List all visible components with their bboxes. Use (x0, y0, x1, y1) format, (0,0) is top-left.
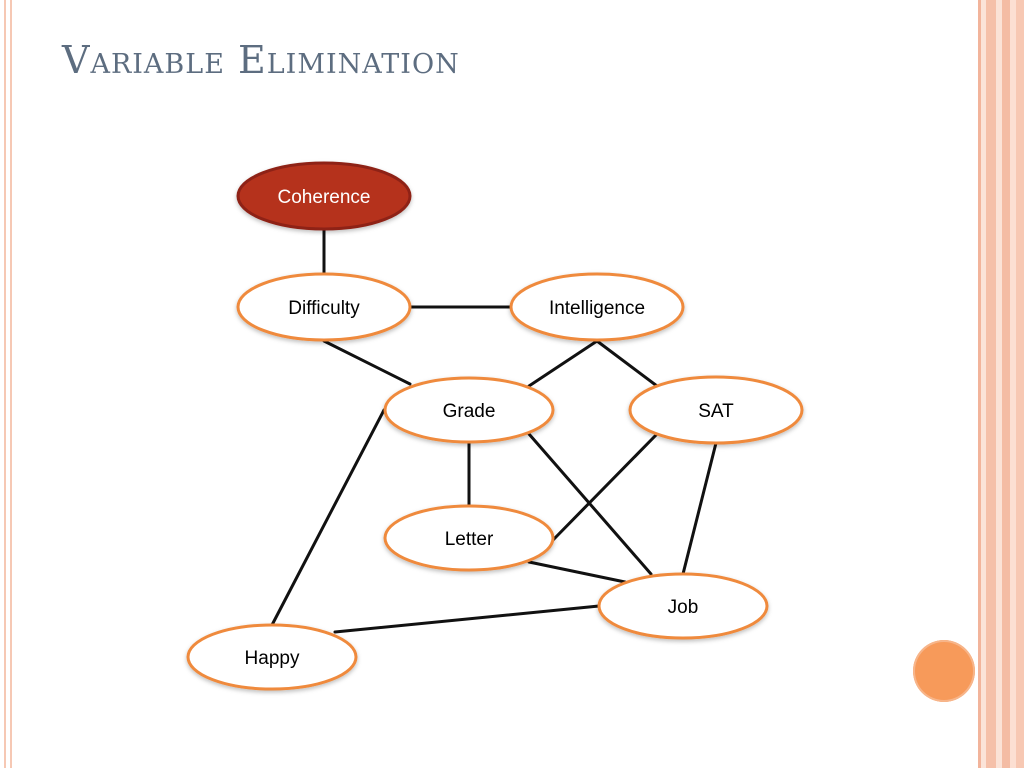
edge-intelligence-sat (595, 339, 659, 388)
accent-circle-decoration (913, 640, 975, 702)
edge-grade-happy (270, 408, 386, 627)
left-border-decoration (0, 0, 14, 768)
node-letter-label: Letter (445, 529, 494, 550)
node-intelligence-label: Intelligence (549, 298, 645, 319)
node-intelligence: Intelligence (509, 272, 685, 342)
node-difficulty: Difficulty (236, 272, 412, 342)
node-happy: Happy (186, 623, 358, 691)
node-grade-shape (383, 376, 555, 444)
node-job: Job (597, 572, 769, 640)
node-coherence-shape (236, 161, 412, 231)
node-grade: Grade (383, 376, 555, 444)
node-happy-shape (186, 623, 358, 691)
node-sat-label: SAT (698, 401, 734, 422)
node-happy-label: Happy (245, 648, 300, 669)
edge-difficulty-grade (322, 339, 412, 386)
edge-sat-job (681, 441, 718, 576)
node-intelligence-shape (509, 272, 685, 342)
edge-job-happy (333, 604, 601, 634)
node-job-label: Job (668, 597, 699, 618)
right-band-decoration (976, 0, 1024, 768)
node-sat: SAT (628, 375, 804, 445)
edge-sat-letter (551, 432, 659, 542)
node-coherence: Coherence (236, 161, 412, 231)
node-grade-label: Grade (443, 401, 496, 422)
node-sat-shape (628, 375, 804, 445)
edge-layer (270, 228, 718, 634)
edge-intelligence-grade (527, 339, 599, 388)
node-letter-shape (383, 504, 555, 572)
node-job-shape (597, 572, 769, 640)
node-difficulty-label: Difficulty (288, 298, 360, 319)
node-coherence-label: Coherence (278, 187, 371, 208)
slide-title: Variable Elimination (62, 38, 460, 82)
node-letter: Letter (383, 504, 555, 572)
node-difficulty-shape (236, 272, 412, 342)
edge-letter-job (527, 560, 627, 584)
